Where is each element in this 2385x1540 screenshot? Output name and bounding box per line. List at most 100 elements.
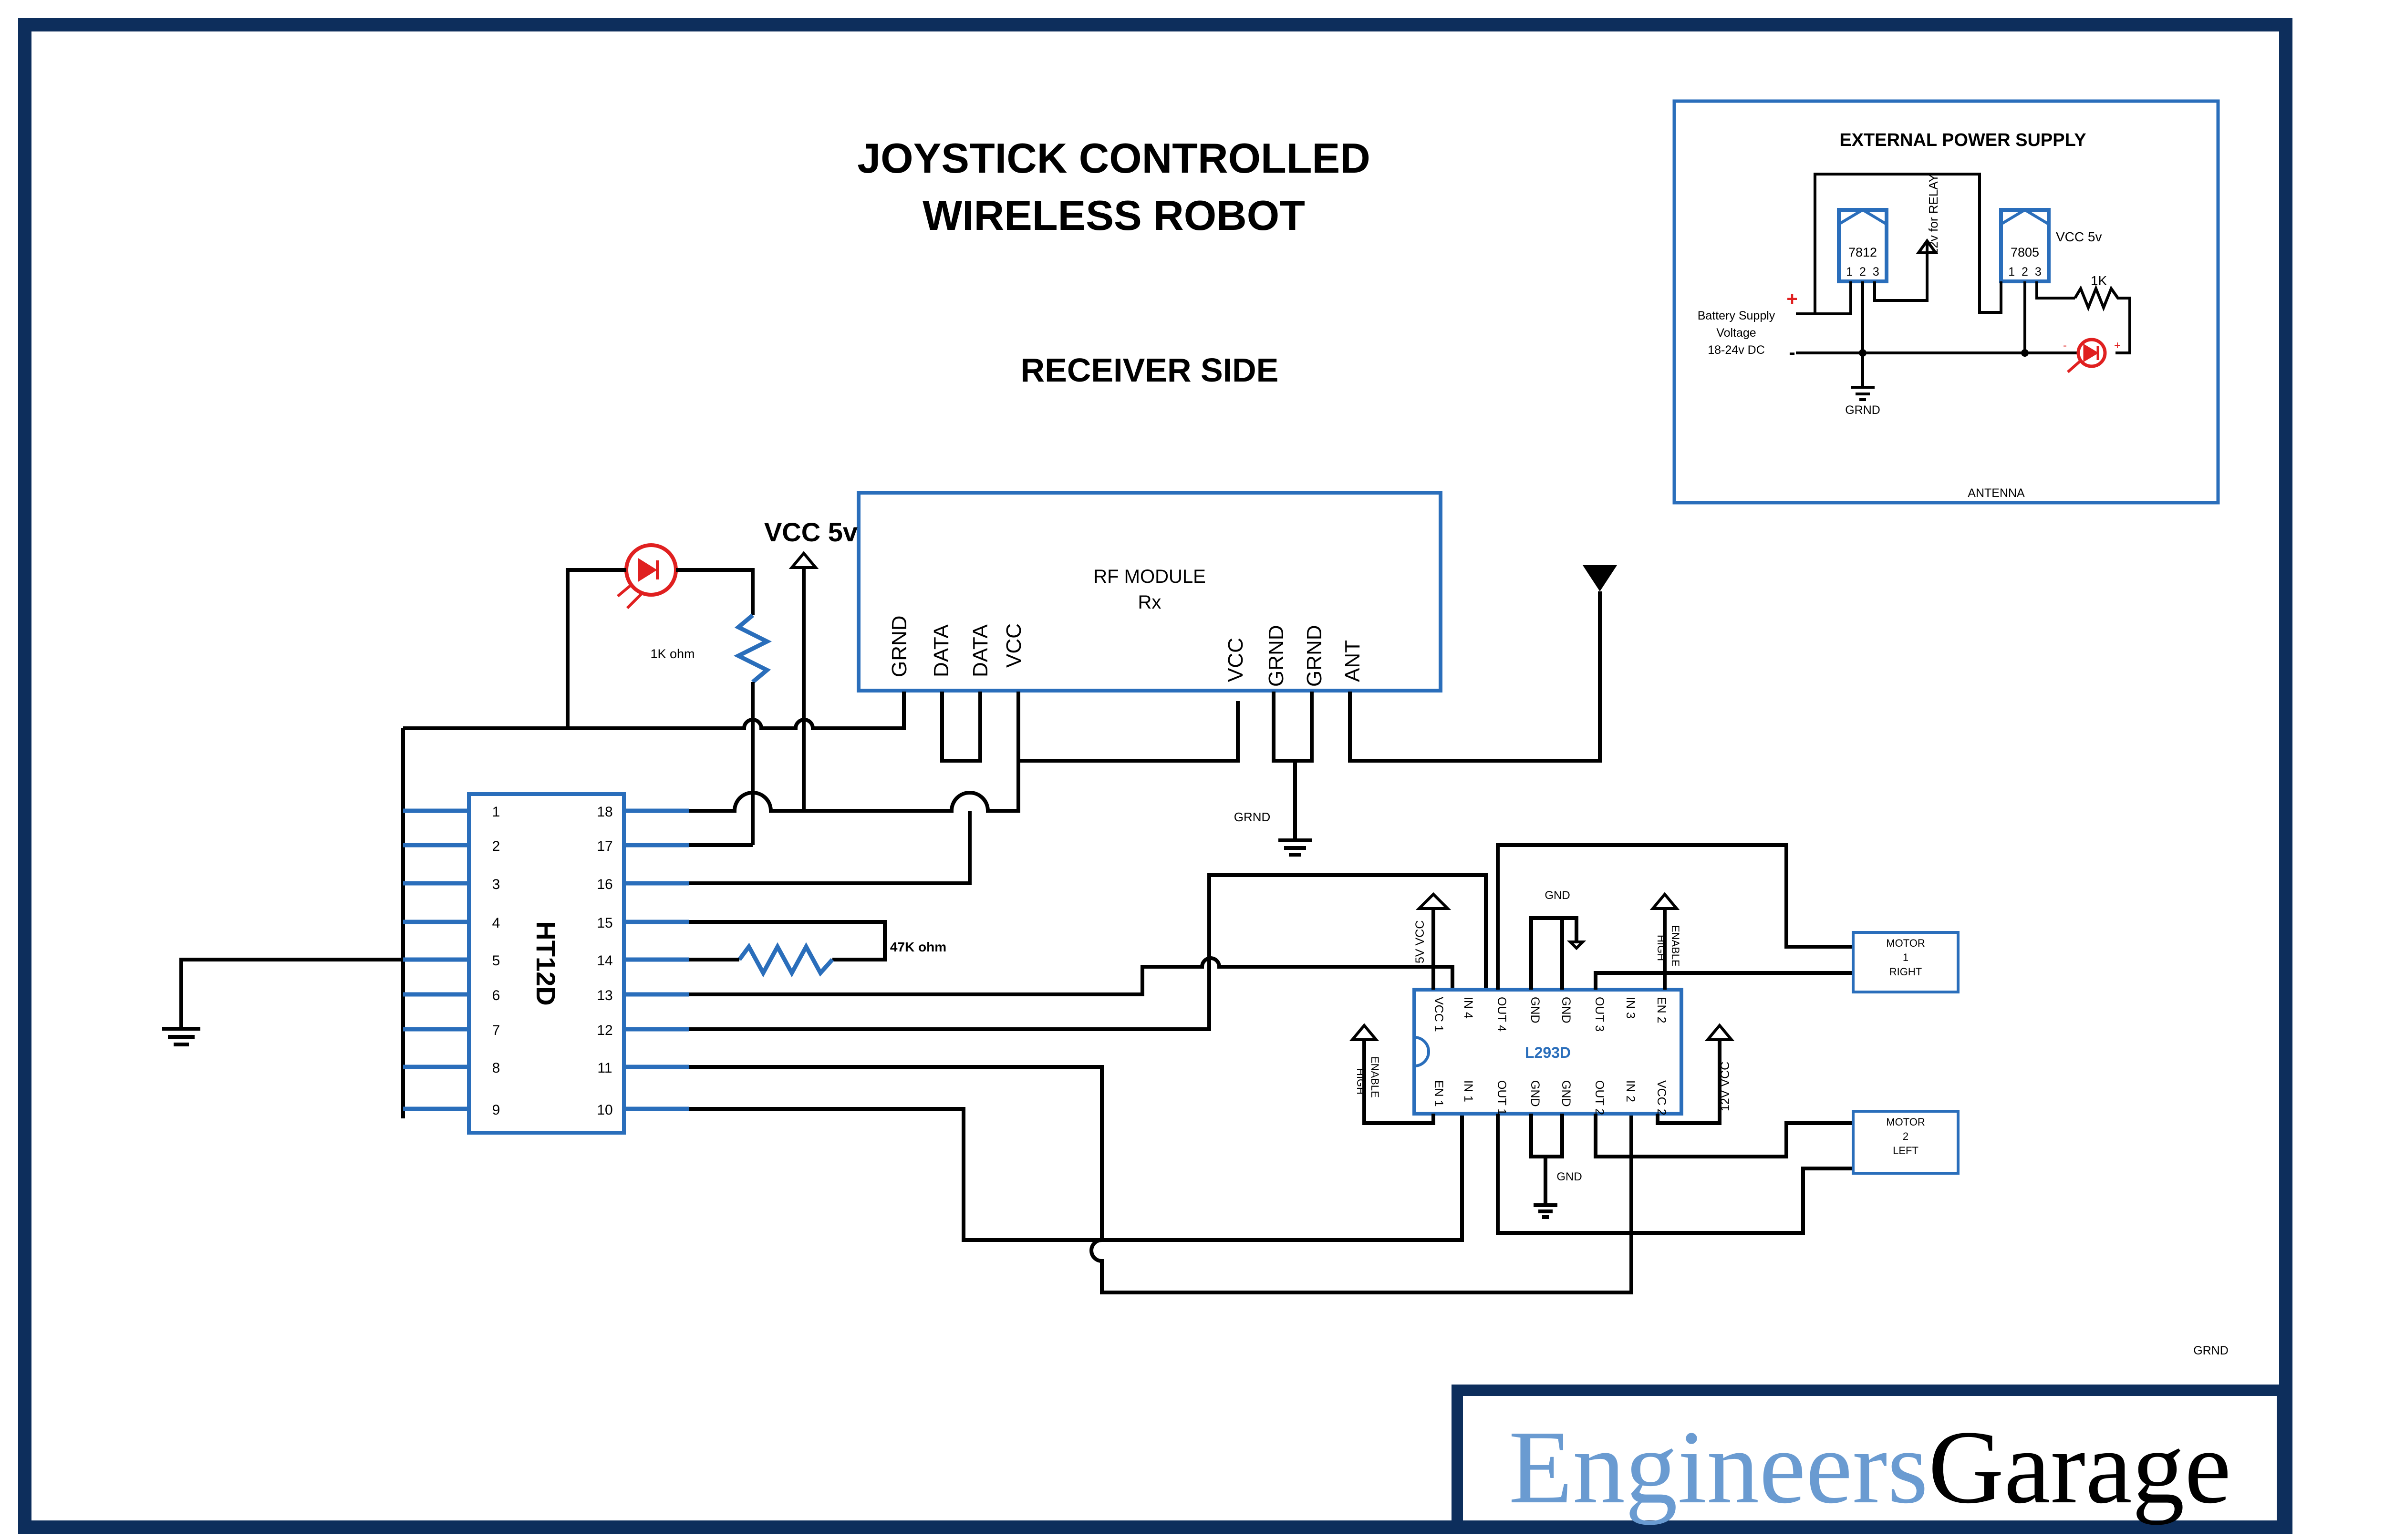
svg-text:MOTOR: MOTOR	[1886, 1116, 1925, 1128]
outer-frame	[18, 18, 2292, 1534]
svg-text:11: 11	[597, 1060, 612, 1076]
svg-text:EN 2: EN 2	[1655, 997, 1668, 1023]
svg-text:ENABLE: ENABLE	[1369, 1056, 1381, 1098]
svg-text:14: 14	[597, 953, 612, 969]
l293d-label: L293D	[1525, 1044, 1571, 1061]
svg-text:IN 4: IN 4	[1462, 997, 1475, 1019]
svg-text:17: 17	[597, 838, 612, 854]
svg-text:EngineersGarage: EngineersGarage	[1509, 1409, 2231, 1525]
svg-text:ENABLE: ENABLE	[1670, 925, 1681, 967]
rf-pin-data2: DATA	[969, 624, 992, 677]
rf-pin-grnd2: GRND	[1265, 625, 1288, 687]
l293d-ic: L293D VCC 1 IN 4 OUT 4 GND GND OUT 3 IN …	[1412, 988, 1683, 1116]
rf-ground-label: GRND	[1234, 810, 1271, 824]
svg-text:VCC 1: VCC 1	[1432, 997, 1445, 1032]
svg-text:HIGH: HIGH	[1655, 935, 1667, 961]
svg-text:Voltage: Voltage	[1716, 326, 1756, 340]
svg-text:GND: GND	[1528, 1080, 1542, 1107]
svg-text:9: 9	[492, 1102, 500, 1118]
external-power-supply: EXTERNAL POWER SUPPLY 7812 1 2 3 7805 1 …	[1672, 99, 2220, 505]
svg-text:+: +	[2114, 339, 2121, 352]
svg-text:3: 3	[492, 877, 500, 892]
vcc-top-label: VCC 5v	[764, 517, 858, 547]
rf-pin-vcc: VCC	[1002, 623, 1026, 668]
rf-pin-vcc2: VCC	[1224, 638, 1247, 682]
svg-text:VCC 2: VCC 2	[1655, 1080, 1668, 1116]
svg-text:LEFT: LEFT	[1893, 1145, 1918, 1157]
supply-title: EXTERNAL POWER SUPPLY	[1839, 130, 2086, 150]
rf-module: RF MODULE Rx GRND DATA DATA VCC VCC GRND…	[857, 491, 1442, 692]
svg-text:12V VCC: 12V VCC	[1719, 1062, 1732, 1111]
svg-text:7812: 7812	[1848, 245, 1877, 259]
svg-text:7: 7	[492, 1023, 500, 1038]
svg-text:IN 2: IN 2	[1624, 1080, 1637, 1102]
svg-text:5: 5	[492, 953, 500, 969]
svg-text:Battery Supply: Battery Supply	[1698, 309, 1775, 322]
svg-text:Rx: Rx	[1138, 592, 1161, 613]
svg-text:ANTENNA: ANTENNA	[1968, 486, 2025, 500]
regulator-7805: 7805 1 2 3	[1999, 208, 2051, 283]
svg-text:18: 18	[597, 804, 612, 820]
led-icon	[617, 543, 678, 610]
corner-grnd-label: GRND	[2193, 1344, 2229, 1357]
title-line2: WIRELESS ROBOT	[923, 192, 1305, 239]
title-line1: JOYSTICK CONTROLLED	[857, 134, 1370, 182]
svg-text:OUT 3: OUT 3	[1593, 997, 1606, 1032]
svg-text:10: 10	[597, 1102, 612, 1118]
ht12d-label: HT12D	[531, 921, 561, 1005]
res-1k-label: 1K ohm	[650, 647, 695, 661]
rf-pin-ant: ANT	[1341, 640, 1364, 682]
rf-pin-grnd3: GRND	[1303, 625, 1326, 687]
svg-text:OUT 2: OUT 2	[1593, 1080, 1606, 1115]
motor-2: MOTOR 2 LEFT	[1852, 1110, 1960, 1175]
svg-text:2: 2	[492, 838, 500, 854]
svg-text:HIGH: HIGH	[1355, 1068, 1367, 1095]
svg-text:RF MODULE: RF MODULE	[1093, 566, 1206, 587]
engineersgarage-logo: EngineersGarage	[1452, 1385, 2288, 1532]
svg-text:GND: GND	[1556, 1170, 1582, 1183]
res-47k-label: 47K ohm	[890, 940, 946, 954]
svg-text:GND: GND	[1559, 997, 1573, 1023]
svg-text:-: -	[2063, 339, 2067, 352]
rf-module-box	[857, 491, 1442, 692]
rf-pin-data1: DATA	[930, 624, 953, 677]
svg-text:GND: GND	[1545, 889, 1570, 902]
svg-text:1K: 1K	[2091, 273, 2107, 288]
regulator-7812: 7812 1 2 3	[1837, 208, 1888, 283]
ht12d-body	[467, 792, 626, 1135]
svg-text:MOTOR: MOTOR	[1886, 937, 1925, 949]
svg-text:1 2 3: 1 2 3	[2008, 265, 2042, 279]
svg-text:1 2 3: 1 2 3	[1846, 265, 1879, 279]
rf-pin-grnd: GRND	[888, 615, 911, 677]
subtitle: RECEIVER SIDE	[1021, 351, 1279, 389]
svg-text:12v for RELAY: 12v for RELAY	[1926, 174, 1940, 255]
svg-text:16: 16	[597, 877, 612, 892]
svg-text:7805: 7805	[2011, 245, 2039, 259]
ht12d-ic: HT12D 1 2 3 4 5 6 7 8 9 18 17 16 15 14 1…	[403, 792, 689, 1135]
svg-text:IN 3: IN 3	[1624, 997, 1637, 1019]
svg-text:OUT 1: OUT 1	[1495, 1080, 1508, 1115]
svg-text:+: +	[1786, 289, 1797, 310]
svg-text:1: 1	[492, 804, 500, 820]
svg-text:6: 6	[492, 988, 500, 1003]
svg-text:2: 2	[1903, 1130, 1908, 1142]
svg-text:OUT 4: OUT 4	[1495, 997, 1508, 1032]
svg-text:4: 4	[492, 915, 500, 931]
svg-text:13: 13	[597, 988, 612, 1003]
svg-text:18-24v DC: 18-24v DC	[1708, 343, 1765, 357]
svg-text:RIGHT: RIGHT	[1889, 966, 1922, 978]
antenna-icon	[1348, 565, 1617, 763]
svg-text:5V VCC: 5V VCC	[1413, 920, 1427, 963]
motor-1: MOTOR 1 RIGHT	[1852, 931, 1960, 993]
svg-text:IN 1: IN 1	[1462, 1080, 1475, 1102]
svg-text:GND: GND	[1559, 1080, 1573, 1107]
svg-text:GND: GND	[1528, 997, 1542, 1023]
svg-text:1: 1	[1903, 951, 1908, 963]
supply-box	[1672, 99, 2220, 505]
svg-text:15: 15	[597, 915, 612, 931]
svg-text:VCC 5v: VCC 5v	[2056, 229, 2102, 244]
l293d-body	[1412, 988, 1683, 1116]
svg-text:EN 1: EN 1	[1432, 1080, 1445, 1107]
svg-text:GRND: GRND	[1845, 403, 1880, 417]
